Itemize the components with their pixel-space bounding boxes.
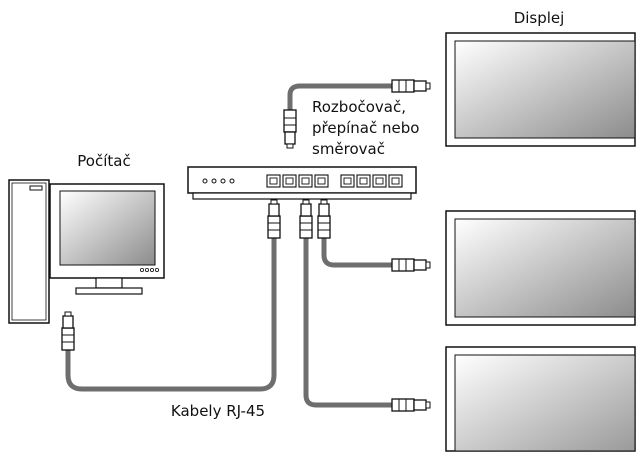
rj45-plug-icon — [283, 109, 297, 149]
display-2 — [445, 210, 636, 326]
cable-display-2 — [321, 238, 392, 268]
displays-label: Displej — [514, 9, 565, 27]
computer-label: Počítač — [77, 152, 130, 170]
computer — [8, 179, 165, 324]
rj45-plug-icon — [391, 398, 431, 412]
rj45-plug-icon — [391, 258, 431, 272]
cables-label: Kabely RJ-45 — [171, 402, 265, 420]
rj45-plug-icon — [391, 79, 431, 93]
display-1 — [445, 32, 636, 147]
rj45-plug-icon — [267, 199, 281, 239]
computer-monitor — [49, 183, 165, 295]
switch-label-line2: přepínač nebo — [312, 119, 419, 137]
cables — [65, 83, 392, 408]
cable-display-3 — [303, 238, 392, 408]
rj45-plug-icon — [317, 199, 331, 239]
network-switch — [187, 166, 417, 200]
rj45-plug-icon — [299, 199, 313, 239]
cable-computer — [65, 238, 277, 392]
display-3 — [445, 346, 636, 452]
switch-label-line1: Rozbočovač, — [312, 98, 406, 116]
switch-leds — [202, 178, 235, 184]
cable-display-1 — [287, 83, 392, 110]
rj45-plug-icon — [61, 311, 75, 351]
switch-label-line3: směrovač — [312, 140, 385, 158]
computer-tower — [8, 179, 50, 324]
